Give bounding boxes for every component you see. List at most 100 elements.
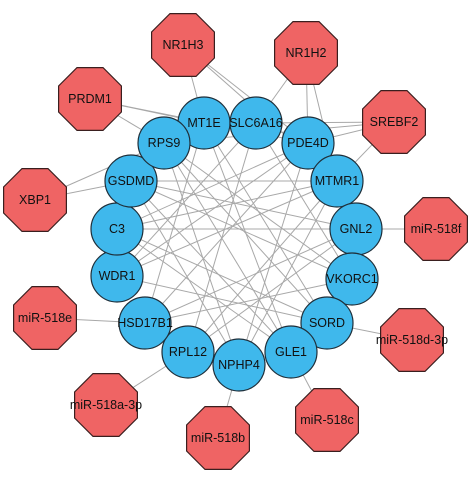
- edge-sord-wdr1: [116, 275, 328, 324]
- node-label-rpl12: RPL12: [169, 345, 207, 359]
- gene-node-sord[interactable]: SORD: [300, 296, 354, 350]
- edge-vkorc1-rps9: [163, 142, 353, 280]
- gene-node-gsdmd[interactable]: GSDMD: [104, 154, 158, 208]
- node-label-mir-518a-3p: miR-518a-3p: [70, 398, 142, 412]
- gene-node-hsd17b1[interactable]: HSD17B1: [117, 296, 173, 350]
- regulator-node-nr1h2[interactable]: NR1H2: [274, 21, 338, 86]
- node-label-mir-518f: miR-518f: [411, 222, 462, 236]
- regulator-octagon-mir-518d-3p: [380, 308, 444, 372]
- gene-circle-nphp4: [212, 338, 266, 392]
- gene-circle-slc6a16: [229, 96, 283, 150]
- gene-circle-gle1: [264, 325, 318, 379]
- node-label-gnl2: GNL2: [340, 222, 373, 236]
- edge-hsd17b1-gnl2: [144, 228, 357, 324]
- edge-pde4d-hsd17b1: [144, 142, 309, 324]
- regulator-octagon-mir-518e: [13, 286, 78, 350]
- node-label-rps9: RPS9: [148, 136, 181, 150]
- node-label-sord: SORD: [309, 316, 345, 330]
- node-label-pde4d: PDE4D: [287, 136, 329, 150]
- edge-mt1e-hsd17b1: [144, 122, 205, 324]
- gene-node-gle1[interactable]: GLE1: [264, 325, 318, 379]
- node-label-vkorc1: VKORC1: [326, 272, 377, 286]
- regulator-node-nr1h3[interactable]: NR1H3: [151, 13, 215, 78]
- regulator-node-mir-518e[interactable]: miR-518e: [13, 286, 78, 350]
- edge-rpl12-mtmr1: [187, 180, 338, 353]
- regulator-octagon-mir-518f: [404, 197, 468, 261]
- edge-gsdmd-vkorc1: [130, 180, 353, 280]
- node-label-prdm1: PRDM1: [68, 92, 112, 106]
- regulator-octagon-nr1h3: [151, 13, 215, 78]
- edge-sord-c3: [116, 228, 328, 324]
- node-label-gle1: GLE1: [275, 345, 307, 359]
- gene-node-slc6a16[interactable]: SLC6A16: [229, 96, 283, 150]
- edge-rps9-gle1: [163, 142, 292, 353]
- edge-slc6a16-vkorc1: [255, 122, 353, 280]
- gene-node-gnl2[interactable]: GNL2: [329, 202, 383, 256]
- edge-nphp4-gsdmd: [130, 180, 240, 366]
- edge-wdr1-pde4d: [116, 142, 309, 277]
- gene-circle-gsdmd: [104, 154, 158, 208]
- node-label-nr1h2: NR1H2: [286, 46, 327, 60]
- regulator-node-xbp1[interactable]: XBP1: [2, 168, 68, 232]
- regulator-node-mir-518d-3p[interactable]: miR-518d-3p: [376, 308, 448, 372]
- edge-slc6a16-wdr1: [116, 122, 257, 277]
- edge-gnl2-rpl12: [187, 228, 357, 353]
- regulator-node-mir-518f[interactable]: miR-518f: [404, 197, 468, 261]
- regulator-node-srebf2[interactable]: SREBF2: [362, 89, 426, 154]
- regulator-octagon-srebf2: [362, 89, 426, 154]
- regulator-octagon-nr1h2: [274, 21, 338, 86]
- regulator-octagon-mir-518c: [295, 388, 359, 452]
- gene-circle-pde4d: [281, 116, 335, 170]
- edge-mt1e-gle1: [203, 122, 292, 353]
- node-label-wdr1: WDR1: [99, 269, 136, 283]
- node-label-mir-518c: miR-518c: [300, 413, 354, 427]
- gene-node-vkorc1[interactable]: VKORC1: [325, 252, 379, 306]
- edge-vkorc1-hsd17b1: [144, 278, 353, 324]
- edge-gle1-gsdmd: [130, 180, 292, 353]
- node-label-nphp4: NPHP4: [218, 358, 260, 372]
- gene-circle-hsd17b1: [118, 296, 172, 350]
- edge-pde4d-c3: [116, 142, 309, 230]
- node-label-mtmr1: MTMR1: [315, 174, 359, 188]
- gene-node-mtmr1[interactable]: MTMR1: [310, 154, 364, 208]
- node-label-gsdmd: GSDMD: [108, 174, 155, 188]
- node-label-srebf2: SREBF2: [370, 115, 419, 129]
- node-label-c3: C3: [109, 222, 125, 236]
- node-label-mt1e: MT1E: [187, 116, 220, 130]
- edge-mtmr1-nphp4: [238, 180, 338, 366]
- edge-gle1-c3: [116, 228, 292, 353]
- gene-circle-mtmr1: [310, 154, 364, 208]
- regulator-node-mir-518b[interactable]: miR-518b: [186, 406, 250, 470]
- gene-circle-rps9: [137, 116, 191, 170]
- node-label-xbp1: XBP1: [19, 193, 51, 207]
- regulator-node-mir-518a-3p[interactable]: miR-518a-3p: [70, 373, 142, 437]
- node-label-slc6a16: SLC6A16: [229, 116, 283, 130]
- gene-circle-rpl12: [161, 325, 215, 379]
- regulator-octagon-mir-518b: [186, 406, 250, 470]
- edge-mt1e-sord: [203, 122, 328, 324]
- gene-node-c3[interactable]: C3: [90, 202, 144, 256]
- edge-c3-mtmr1: [116, 180, 338, 230]
- regulator-octagon-xbp1: [2, 168, 68, 232]
- node-label-mir-518d-3p: miR-518d-3p: [376, 333, 448, 347]
- edge-sord-rps9: [163, 142, 328, 324]
- gene-node-wdr1[interactable]: WDR1: [90, 249, 144, 303]
- regulator-node-prdm1[interactable]: PRDM1: [57, 66, 123, 131]
- edge-gnl2-gsdmd: [130, 180, 357, 230]
- regulator-octagon-prdm1: [57, 66, 123, 131]
- gene-node-mt1e[interactable]: MT1E: [177, 96, 231, 150]
- node-label-hsd17b1: HSD17B1: [117, 316, 173, 330]
- node-label-mir-518b: miR-518b: [191, 431, 245, 445]
- gene-circle-sord: [300, 296, 354, 350]
- gene-circle-vkorc1: [325, 252, 379, 306]
- gene-node-nphp4[interactable]: NPHP4: [212, 338, 266, 392]
- regulator-node-mir-518c[interactable]: miR-518c: [295, 388, 359, 452]
- gene-node-pde4d[interactable]: PDE4D: [281, 116, 335, 170]
- edge-nphp4-rps9: [163, 142, 240, 366]
- gene-node-rpl12[interactable]: RPL12: [161, 325, 215, 379]
- node-label-nr1h3: NR1H3: [163, 38, 204, 52]
- gene-node-rps9[interactable]: RPS9: [137, 116, 191, 170]
- regulator-octagon-mir-518a-3p: [73, 373, 138, 437]
